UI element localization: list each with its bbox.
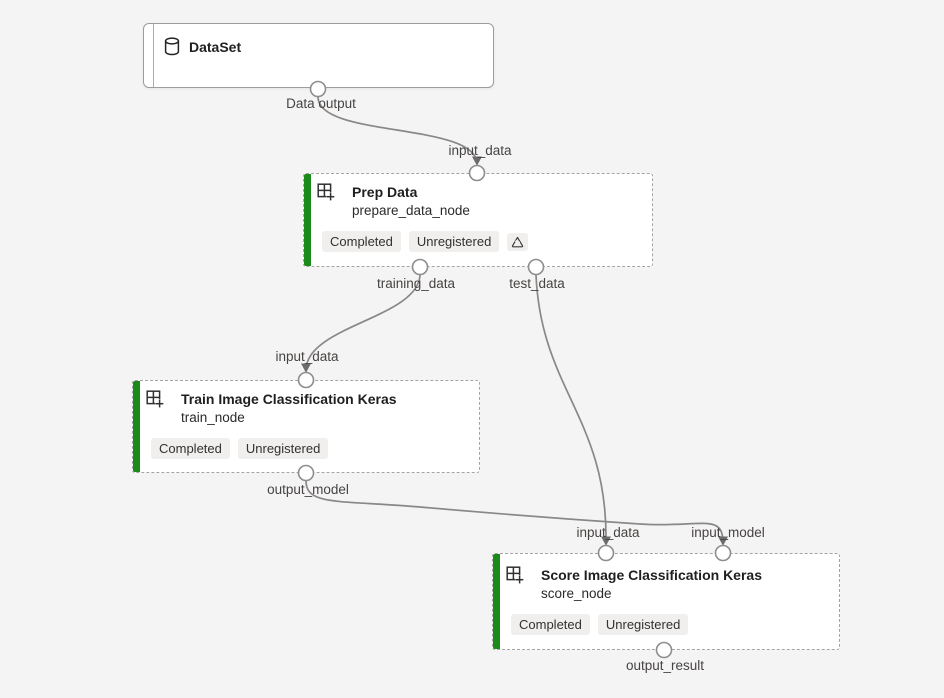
port-label-data-output: Data output (286, 96, 356, 111)
port-prep-training-data[interactable] (411, 258, 429, 276)
arrowhead (301, 363, 311, 373)
edge-prep-test-to-score[interactable] (535, 274, 607, 544)
node-prep-data[interactable]: Prep Data prepare_data_node Completed Un… (303, 173, 653, 267)
node-train[interactable]: Train Image Classification Keras train_n… (132, 380, 480, 473)
component-icon (146, 390, 164, 408)
status-badge: Completed (322, 231, 401, 252)
edge-prep-training-to-train[interactable] (305, 274, 421, 371)
port-label-train-input: input_data (275, 349, 339, 364)
node-dataset[interactable]: DataSet (143, 23, 494, 88)
reuse-icon (512, 236, 524, 247)
registration-badge: Unregistered (597, 614, 689, 635)
port-label-score-input-data: input_data (576, 525, 640, 540)
port-prep-test-data[interactable] (527, 258, 545, 276)
edge-dataset-to-prep[interactable] (317, 96, 478, 165)
component-icon (506, 566, 524, 584)
component-icon (317, 183, 335, 201)
port-label-output-result: output_result (625, 658, 705, 673)
node-title: Train Image Classification Keras (181, 391, 397, 407)
registration-badge: Unregistered (237, 438, 329, 459)
port-label-training-data: training_data (376, 276, 456, 291)
reuse-icon-badge (507, 232, 529, 251)
port-label-prep-input: input_data (448, 143, 512, 158)
port-score-output[interactable] (655, 641, 673, 659)
edge-train-to-score[interactable] (305, 480, 724, 544)
node-title: Score Image Classification Keras (541, 567, 762, 583)
port-score-input-data[interactable] (597, 544, 615, 562)
registration-badge: Unregistered (408, 231, 500, 252)
node-subtitle: prepare_data_node (352, 203, 470, 218)
arrowhead (718, 536, 728, 546)
arrowhead (472, 156, 482, 166)
node-score[interactable]: Score Image Classification Keras score_n… (492, 553, 840, 650)
port-dataset-output[interactable] (309, 80, 327, 98)
status-badge: Completed (151, 438, 230, 459)
node-title: DataSet (189, 38, 242, 55)
port-train-output[interactable] (297, 464, 315, 482)
dataset-spine-divider (153, 24, 154, 87)
port-train-input[interactable] (297, 371, 315, 389)
node-subtitle: score_node (541, 586, 612, 601)
node-subtitle: train_node (181, 410, 245, 425)
port-label-output-model: output_model (267, 482, 349, 497)
port-label-score-input-model: input_model (691, 525, 765, 540)
port-prep-input[interactable] (468, 164, 486, 182)
database-icon (164, 37, 180, 56)
port-label-test-data: test_data (509, 276, 565, 291)
status-badge: Completed (511, 614, 590, 635)
node-title: Prep Data (352, 184, 418, 200)
status-accent-bar (493, 554, 500, 649)
port-score-input-model[interactable] (714, 544, 732, 562)
arrowhead (601, 536, 611, 546)
status-accent-bar (133, 381, 140, 472)
status-accent-bar (304, 174, 311, 266)
